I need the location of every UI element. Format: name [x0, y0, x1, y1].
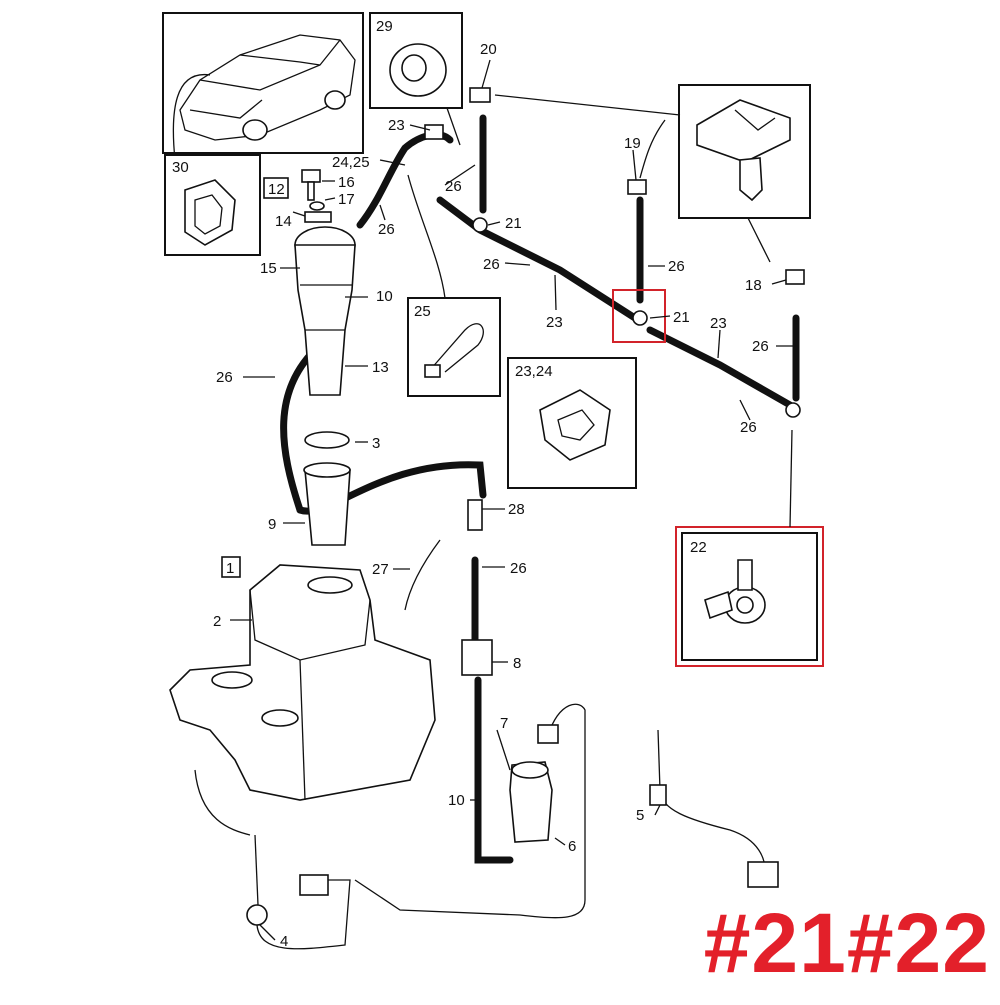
part-22-box: 22 — [675, 526, 824, 667]
label-20: 20 — [480, 41, 497, 58]
label-2: 2 — [213, 613, 221, 630]
pump-icon — [354, 703, 586, 919]
level-sensor-icon — [246, 834, 351, 950]
nozzle-20-icon — [469, 87, 491, 103]
bolt-16-icon — [301, 169, 332, 223]
label-26-b: 26 — [445, 178, 462, 195]
label-17: 17 — [338, 191, 355, 208]
nozzle-19-icon — [627, 179, 647, 195]
label-5: 5 — [636, 807, 644, 824]
label-4: 4 — [280, 933, 288, 950]
elbow-22-icon — [785, 402, 801, 418]
label-16: 16 — [338, 174, 355, 191]
label-23-top: 23 — [388, 117, 405, 134]
reservoir-tank-icon — [169, 564, 436, 836]
cable-tie-25-icon — [429, 323, 484, 373]
car-icon — [179, 34, 356, 141]
part-25-box: 25 — [407, 297, 501, 397]
label-9: 9 — [268, 516, 276, 533]
part-30-box: 30 — [164, 154, 261, 256]
filler-neck-icon — [294, 226, 356, 546]
label-12: 12 — [268, 181, 285, 198]
label-3: 3 — [372, 435, 380, 452]
label-7: 7 — [500, 715, 508, 732]
connector-28-icon — [467, 499, 483, 531]
label-28: 28 — [508, 501, 525, 518]
label-26-e: 26 — [752, 338, 769, 355]
label-8: 8 — [513, 655, 521, 672]
label-26-f: 26 — [740, 419, 757, 436]
label-24-25: 24,25 — [332, 154, 370, 171]
label-26-c: 26 — [483, 256, 500, 273]
part-labels: 1 2 3 4 5 6 7 8 9 10 10 12 13 14 15 16 1… — [213, 41, 769, 950]
label-23-24: 23,24 — [515, 363, 553, 380]
label-21-highlight: 21 — [673, 309, 690, 326]
tee-21-icon — [472, 217, 488, 233]
label-27: 27 — [372, 561, 389, 578]
label-1: 1 — [226, 560, 234, 577]
sensor-5-icon — [649, 729, 779, 888]
label-26-h: 26 — [510, 560, 527, 577]
car-overview-inset — [162, 12, 364, 161]
label-18: 18 — [745, 277, 762, 294]
label-26-a: 26 — [378, 221, 395, 238]
tee-21-highlight-icon — [632, 310, 648, 326]
part-29-box: 29 — [369, 12, 463, 109]
clip-23-24-icon — [539, 389, 611, 461]
label-10-top: 10 — [376, 288, 393, 305]
nozzle-detail-box — [678, 84, 811, 219]
nozzle-icon — [696, 99, 791, 163]
label-13: 13 — [372, 359, 389, 376]
filter-8-icon — [461, 639, 493, 676]
label-23-mid: 23 — [546, 314, 563, 331]
label-14: 14 — [275, 213, 292, 230]
label-25: 25 — [414, 303, 431, 320]
leader-lines — [230, 59, 796, 941]
part-23-24-box: 23,24 — [507, 357, 637, 489]
label-26-g: 26 — [216, 369, 233, 386]
label-30: 30 — [172, 159, 189, 176]
label-23-right: 23 — [710, 315, 727, 332]
label-19: 19 — [624, 135, 641, 152]
elbow-connector-22-icon — [704, 559, 766, 624]
nozzle-18-icon — [785, 269, 805, 285]
label-21-top: 21 — [505, 215, 522, 232]
label-26-d: 26 — [668, 258, 685, 275]
label-29: 29 — [376, 18, 393, 35]
part-callout: #21#22 — [703, 896, 990, 990]
label-6: 6 — [568, 838, 576, 855]
label-10-bottom: 10 — [448, 792, 465, 809]
label-22-box: 22 — [690, 539, 707, 556]
label-15: 15 — [260, 260, 277, 277]
